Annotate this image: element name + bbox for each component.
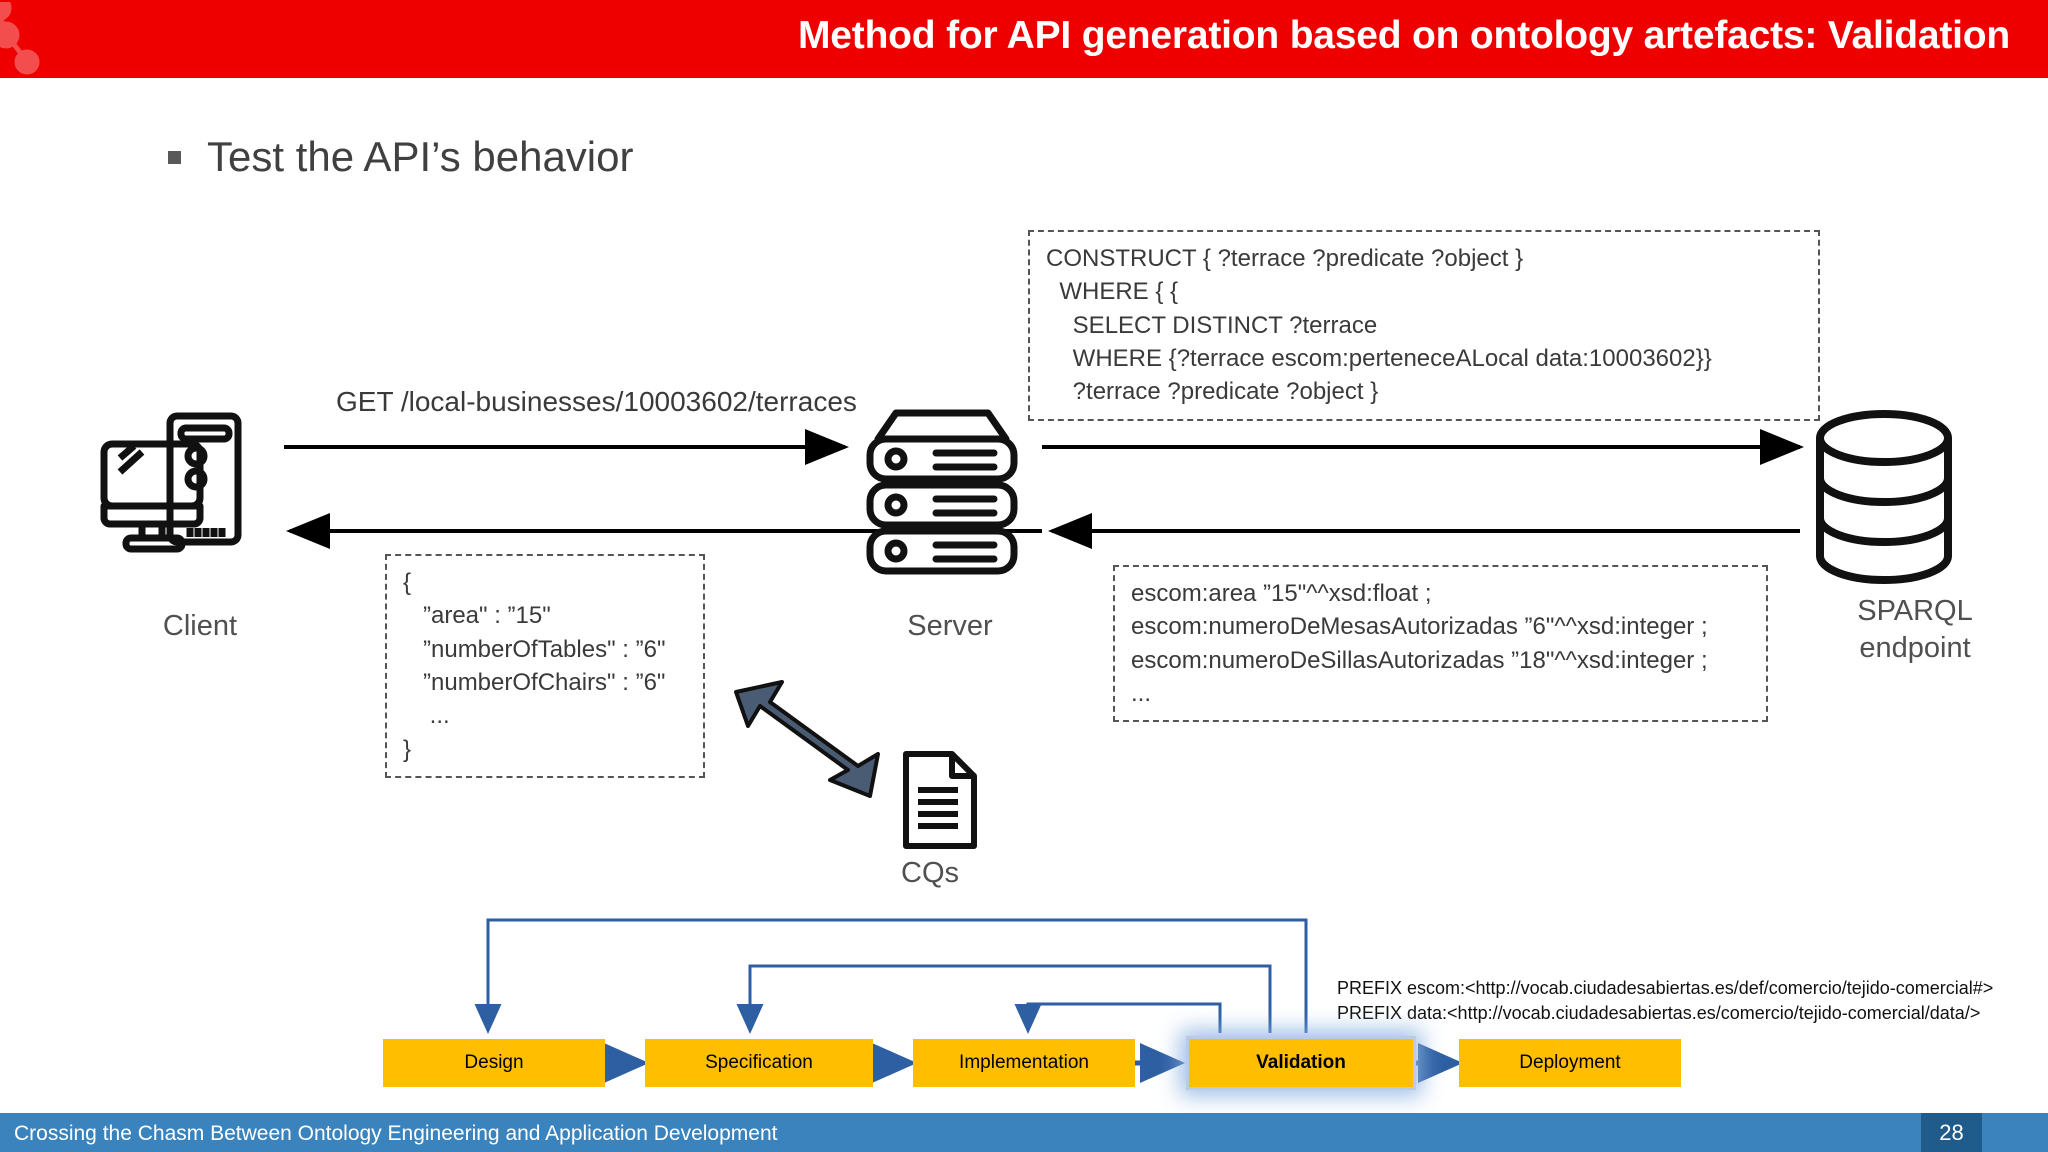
flow-step-validation[interactable]: Validation — [1189, 1039, 1413, 1087]
flow-step-design[interactable]: Design — [383, 1039, 605, 1087]
title-bar: Method for API generation based on ontol… — [0, 0, 2048, 78]
footer-title: Crossing the Chasm Between Ontology Engi… — [14, 1122, 778, 1145]
server-label: Server — [907, 610, 993, 642]
request-url-label: GET /local-businesses/10003602/terraces — [336, 386, 857, 417]
square-bullet-icon — [168, 150, 181, 164]
cqs-label: CQs — [901, 857, 959, 889]
server-rack-icon — [866, 409, 1018, 575]
footer-bar: Crossing the Chasm Between Ontology Engi… — [0, 1113, 2048, 1152]
page-title: Method for API generation based on ontol… — [798, 14, 2010, 57]
flow-step-specification[interactable]: Specification — [645, 1039, 873, 1087]
page-number-badge: 28 — [1921, 1113, 1982, 1152]
database-cylinder-icon — [1816, 410, 1952, 584]
prefix-declarations: PREFIX escom:<http://vocab.ciudadesabier… — [1337, 978, 1994, 1023]
desktop-computer-icon — [100, 412, 242, 553]
flow-step-implementation[interactable]: Implementation — [913, 1039, 1135, 1087]
document-page-icon — [903, 751, 977, 849]
bullet-row: Test the API’s behavior — [168, 133, 633, 181]
sparql-endpoint-label: SPARQL endpoint — [1857, 595, 1973, 665]
rdf-triples-box: escom:area ”15"^^xsd:float ; escom:numer… — [1113, 565, 1768, 723]
double-headed-arrow-icon — [734, 680, 880, 798]
client-label: Client — [162, 610, 238, 642]
construct-query-box: CONSTRUCT { ?terrace ?predicate ?object … — [1028, 230, 1820, 421]
flow-step-deployment[interactable]: Deployment — [1459, 1039, 1681, 1087]
bullet-text: Test the API’s behavior — [207, 133, 634, 180]
json-response-box: { ”area" : ”15" ”numberOfTables" : ”6" ”… — [385, 554, 705, 779]
